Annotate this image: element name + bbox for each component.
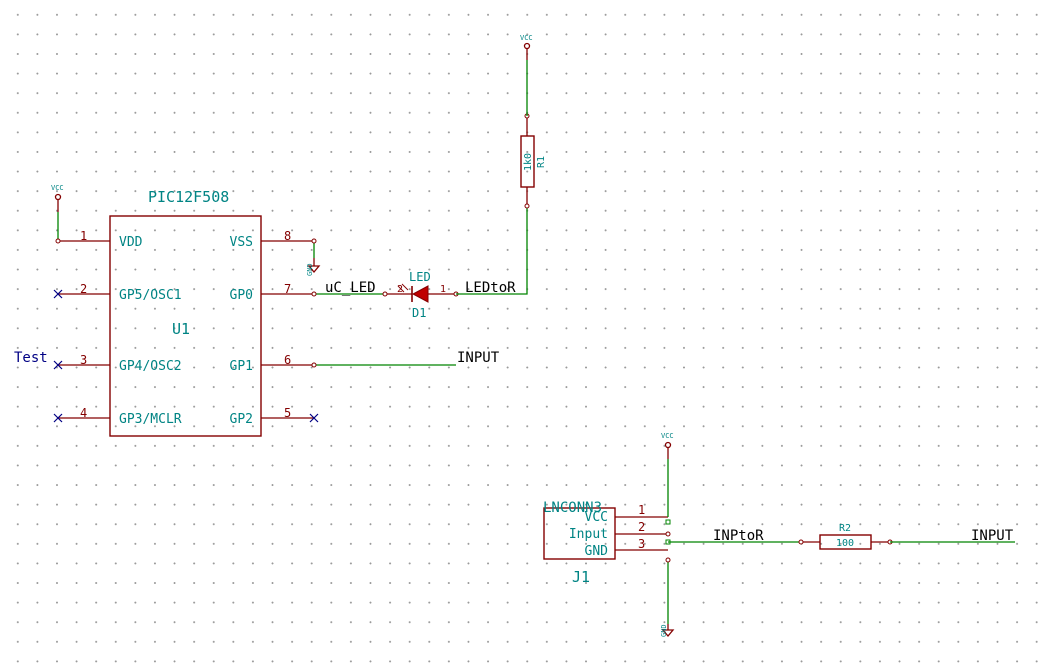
- d1-pin2-end: [382, 291, 388, 297]
- j1-pin1-number: 1: [638, 503, 645, 517]
- r1-reference: R1: [536, 156, 547, 168]
- r1-pin2-end: [524, 203, 530, 209]
- d1-pin1-number: 1: [440, 284, 446, 295]
- u1-pin2-name: GP5/OSC1: [119, 288, 182, 303]
- u1-pin4-name: GP3/MCLR: [119, 412, 182, 427]
- gnd-j1-icon: [661, 629, 675, 638]
- gnd-u1-label: GND: [306, 263, 314, 276]
- vcc-u1-label: VCC: [51, 184, 64, 192]
- u1-pin7-end: [311, 291, 317, 297]
- u1-pin3-number: 3: [80, 353, 87, 367]
- j1-gnd-end: [665, 557, 671, 563]
- u1-body: [109, 215, 262, 437]
- d1-pin2-number: 2: [397, 284, 403, 295]
- u1-pin7-number: 7: [284, 282, 291, 296]
- no-connect-markers: [53, 289, 319, 423]
- j1-reference: J1: [572, 568, 590, 586]
- no-connect-pin2-icon: [53, 289, 63, 299]
- u1-pin2-number: 2: [80, 282, 87, 296]
- net-inp-to-r-label[interactable]: INPtoR: [713, 528, 764, 544]
- u1-pin3-name: GP4/OSC2: [119, 359, 182, 374]
- no-connect-pin5-icon: [309, 413, 319, 423]
- test-label[interactable]: Test: [14, 350, 48, 366]
- u1-pin8-number: 8: [284, 229, 291, 243]
- u1-pin8-end: [311, 238, 317, 244]
- vcc-symbol-j1[interactable]: VCC: [661, 432, 674, 459]
- vcc-r1-label: VCC: [520, 34, 533, 42]
- j1-connector[interactable]: LNCONN3 J1 1 2 3 VCC Input GND: [543, 500, 668, 586]
- gnd-u1-icon: [307, 265, 321, 274]
- u1-pin6-name: GP1: [230, 359, 253, 374]
- led-icon: [411, 285, 429, 303]
- vcc-symbol-r1[interactable]: VCC: [520, 34, 533, 60]
- net-uc-led-label[interactable]: uC_LED: [325, 280, 376, 296]
- d1-reference: D1: [412, 306, 426, 320]
- vcc-u1-icon: [54, 193, 62, 201]
- u1-reference: U1: [172, 320, 190, 338]
- u1-pin6-end: [311, 362, 317, 368]
- u1-pin4-number: 4: [80, 406, 87, 420]
- u1-pin6-number: 6: [284, 353, 291, 367]
- u1-value: PIC12F508: [148, 188, 229, 206]
- j1-pin2-end: [665, 531, 671, 537]
- net-led-to-r-label[interactable]: LEDtoR: [465, 280, 516, 296]
- r2-resistor[interactable]: 100 R2: [801, 523, 890, 550]
- net-input-1-label[interactable]: INPUT: [457, 350, 500, 366]
- u1-pin8-name: VSS: [230, 235, 253, 250]
- u1-pin1-number: 1: [80, 229, 87, 243]
- vcc-j1-icon: [664, 441, 672, 449]
- no-connect-pin3-icon: [53, 360, 63, 370]
- j1-pin2-name: Input: [569, 527, 608, 542]
- u1-pin5-number: 5: [284, 406, 291, 420]
- j1-pin3-number: 3: [638, 537, 645, 551]
- no-connect-pin4-icon: [53, 413, 63, 423]
- j1-pin3-name: GND: [585, 544, 609, 559]
- u1-pin7-name: GP0: [230, 288, 253, 303]
- vcc-j1-label: VCC: [661, 432, 674, 440]
- r2-pin1-end: [798, 539, 804, 545]
- j1-pin1-connection: [665, 519, 671, 525]
- d1-value: LED: [409, 270, 431, 284]
- r1-body: [520, 135, 535, 188]
- u1-pin1-name: VDD: [119, 235, 143, 250]
- d1-led[interactable]: 2 1 LED D1: [385, 270, 456, 320]
- vcc-symbol-u1[interactable]: VCC: [51, 184, 64, 212]
- gnd-symbol-j1[interactable]: GND: [660, 624, 675, 638]
- u1-pin5-name: GP2: [230, 412, 253, 427]
- j1-value: LNCONN3: [543, 500, 602, 516]
- u1-microcontroller[interactable]: PIC12F508 U1 1 VDD 2 GP5/OSC1 3 GP4/OSC2…: [58, 188, 314, 437]
- j1-pin2-number: 2: [638, 520, 645, 534]
- r1-value: 1k0: [523, 153, 534, 171]
- r2-reference: R2: [839, 523, 851, 534]
- j1-pin1-name: VCC: [585, 510, 608, 525]
- u1-pin1-end: [55, 238, 61, 244]
- gnd-j1-label: GND: [660, 624, 668, 637]
- vcc-r1-icon: [523, 42, 531, 50]
- net-input-2-label[interactable]: INPUT: [971, 528, 1014, 544]
- r1-resistor[interactable]: 1k0 R1: [520, 116, 547, 206]
- r2-body: [819, 534, 872, 550]
- r2-value: 100: [836, 538, 854, 549]
- gnd-symbol-u1[interactable]: GND: [306, 258, 321, 276]
- wire-led-to-r: [456, 206, 528, 295]
